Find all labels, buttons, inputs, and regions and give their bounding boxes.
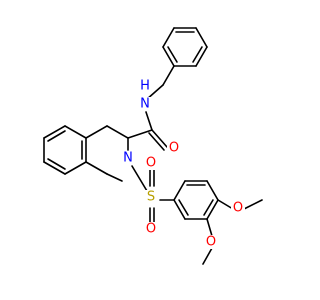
bond [43, 125, 66, 139]
sulfonyl-oxygen-bottom-label: O [146, 222, 156, 237]
methoxy-oxygen-label: O [206, 235, 216, 250]
bond [162, 65, 175, 86]
amide-hydrogen-label: H [140, 79, 150, 94]
bond [203, 199, 214, 216]
bond [148, 132, 165, 151]
sulfonyl-sulfur-label: S [147, 190, 155, 205]
bond [145, 111, 153, 131]
bond [206, 180, 219, 201]
bond [85, 161, 108, 175]
molecule-structure: N H O N S O O O O [43, 27, 263, 265]
amide-nitrogen-label: N [140, 97, 150, 112]
bond [173, 199, 186, 220]
bond [106, 173, 123, 182]
atom-label-layer: N H O N S O O O O [121, 79, 245, 250]
bond [202, 247, 213, 265]
bond [151, 129, 168, 148]
bond [217, 199, 234, 210]
bond [127, 129, 153, 139]
bond [43, 161, 66, 175]
bond [64, 125, 87, 139]
bond [195, 46, 208, 67]
bond [85, 125, 108, 139]
methoxy-oxygen-label: O [233, 201, 243, 216]
carbonyl-oxygen-label: O [169, 141, 179, 156]
bond [192, 46, 203, 63]
bond-layer [43, 27, 263, 265]
bond [243, 199, 263, 210]
sulfonyl-oxygen-top-label: O [146, 156, 156, 171]
bond [173, 180, 186, 201]
bond [167, 46, 178, 63]
bond [106, 125, 129, 139]
bond [206, 199, 219, 220]
bond [206, 218, 213, 237]
bond [47, 130, 66, 142]
ring-nitrogen-label: N [123, 151, 133, 166]
bond [47, 158, 66, 170]
bond [195, 27, 208, 48]
bond [64, 161, 87, 175]
bond [162, 27, 175, 48]
bond [178, 199, 189, 216]
bond [162, 46, 175, 67]
